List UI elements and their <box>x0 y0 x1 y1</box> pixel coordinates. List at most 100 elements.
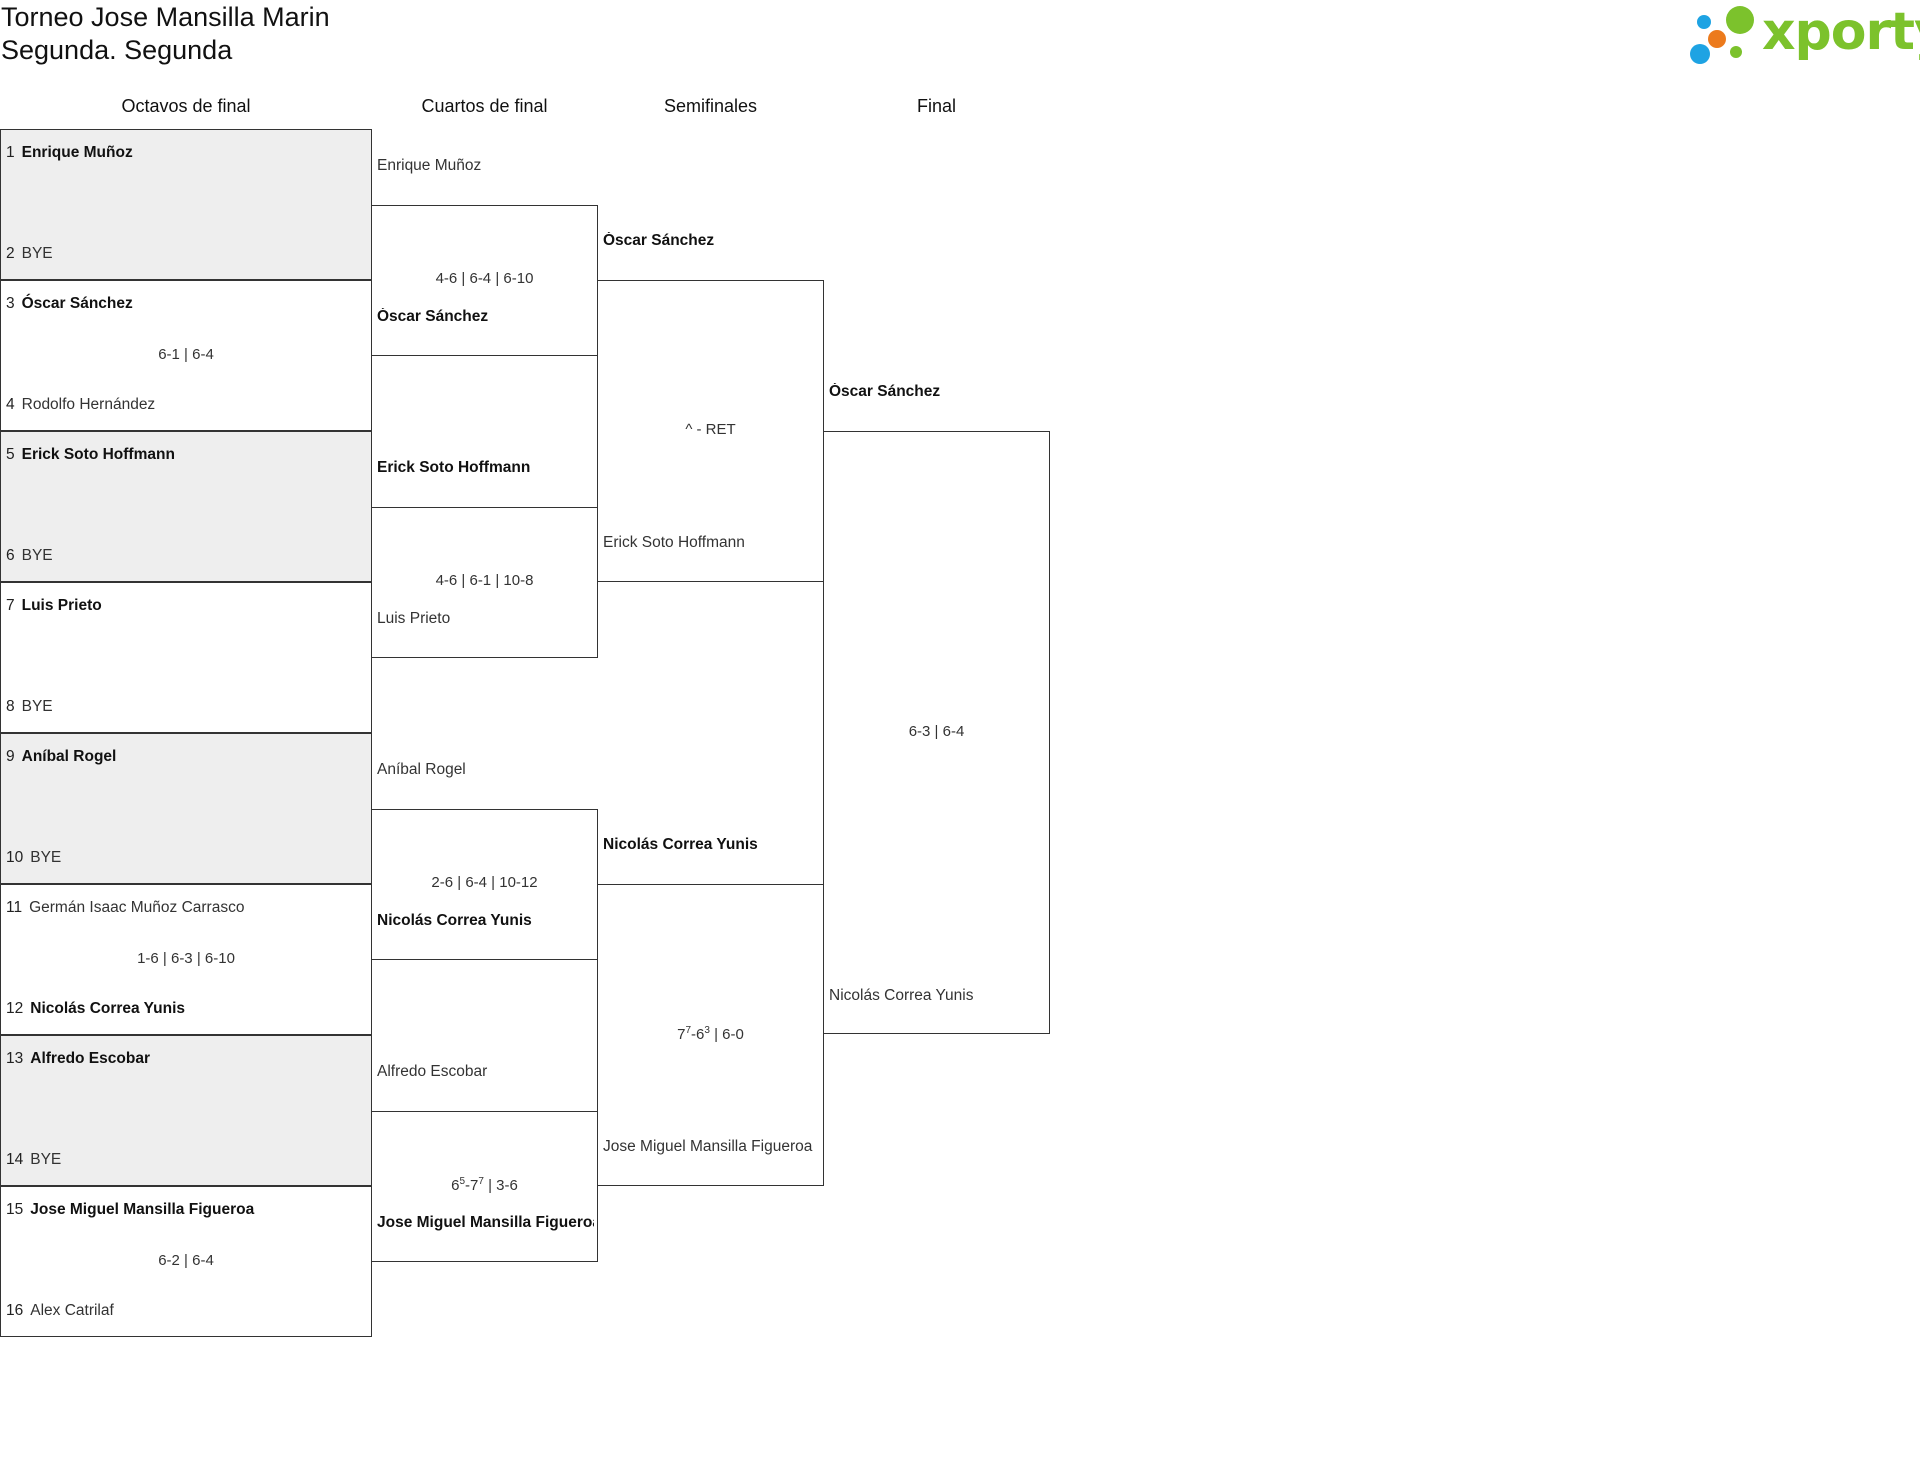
match-box-r2 <box>371 506 598 658</box>
seed-number: 2 <box>6 245 15 262</box>
player-name: BYE <box>21 547 53 564</box>
player-slot[interactable]: Óscar Sánchez <box>603 232 820 250</box>
player-slot[interactable]: 7 Luis Prieto <box>6 597 102 615</box>
player-slot[interactable]: 13 Alfredo Escobar <box>6 1050 150 1068</box>
match-score: 4-6 | 6-4 | 6-10 <box>435 270 534 287</box>
round-title-final: Final <box>916 96 956 116</box>
match-score: 4-6 | 6-1 | 10-8 <box>435 572 534 589</box>
player-slot[interactable]: 14 BYE <box>6 1151 61 1169</box>
player-name: Erick Soto Hoffmann <box>21 446 175 463</box>
logo-text: xporty <box>1762 2 1920 62</box>
seed-number: 5 <box>6 446 15 463</box>
player-slot[interactable]: Luis Prieto <box>377 610 594 628</box>
match-box-r1 <box>0 129 372 280</box>
player-slot[interactable]: Nicolás Correa Yunis <box>603 836 820 854</box>
player-name: Erick Soto Hoffmann <box>377 458 531 476</box>
player-slot[interactable]: Alfredo Escobar <box>377 1063 594 1081</box>
tournament-title: Torneo Jose Mansilla Marin <box>1 2 330 32</box>
seed-number: 10 <box>6 849 24 866</box>
player-slot[interactable]: 16 Alex Catrilaf <box>6 1302 114 1320</box>
match-box-r1 <box>0 884 372 1035</box>
player-slot[interactable]: 6 BYE <box>6 547 53 565</box>
player-name: Erick Soto Hoffmann <box>603 534 745 551</box>
player-slot[interactable]: 4 Rodolfo Hernández <box>6 396 155 414</box>
player-name: Alfredo Escobar <box>377 1062 488 1080</box>
logo-dot-green <box>1726 6 1754 34</box>
player-slot[interactable]: Erick Soto Hoffmann <box>603 534 820 552</box>
player-slot[interactable]: 12 Nicolás Correa Yunis <box>6 1000 185 1018</box>
logo-dot-green-small <box>1730 46 1742 58</box>
match-box-r4 <box>823 431 1050 1034</box>
player-name: Luis Prieto <box>21 597 102 614</box>
player-name: Alex Catrilaf <box>30 1302 114 1319</box>
match-score: 1-6 | 6-3 | 6-10 <box>137 950 235 967</box>
match-score: ^ - RET <box>685 421 736 438</box>
player-slot[interactable]: Nicolás Correa Yunis <box>377 912 594 930</box>
match-score: 6-1 | 6-4 <box>158 346 214 363</box>
player-name: Germán Isaac Muñoz Carrasco <box>29 899 245 916</box>
player-slot[interactable]: 1 Enrique Muñoz <box>6 144 133 162</box>
player-slot[interactable]: Óscar Sánchez <box>829 383 1046 401</box>
seed-number: 13 <box>6 1050 24 1067</box>
seed-number: 11 <box>6 899 23 916</box>
seed-number: 3 <box>6 295 15 312</box>
player-name: Óscar Sánchez <box>21 295 133 312</box>
player-name: BYE <box>30 849 62 866</box>
player-name: Óscar Sánchez <box>377 307 489 325</box>
player-name: Alfredo Escobar <box>30 1050 150 1067</box>
player-name: Enrique Muñoz <box>21 144 133 161</box>
player-name: Luis Prieto <box>377 609 451 627</box>
logo-dot-orange <box>1708 30 1726 48</box>
player-name: Jose Miguel Mansilla Figueroa <box>603 1138 813 1155</box>
seed-number: 12 <box>6 1000 24 1017</box>
player-slot[interactable]: Aníbal Rogel <box>377 761 594 779</box>
seed-number: 1 <box>6 144 15 161</box>
player-name: BYE <box>21 698 53 715</box>
player-name: BYE <box>30 1151 62 1168</box>
category-title: Segunda. Segunda <box>1 35 233 65</box>
round-title-octavos: Octavos de final <box>121 96 251 116</box>
player-slot[interactable]: 10 BYE <box>6 849 61 867</box>
player-slot[interactable]: 15 Jose Miguel Mansilla Figueroa <box>6 1201 254 1219</box>
match-box-r1 <box>0 582 372 733</box>
player-name: Aníbal Rogel <box>21 748 117 765</box>
seed-number: 7 <box>6 597 15 614</box>
player-name: Óscar Sánchez <box>603 232 715 249</box>
match-box-r1 <box>0 431 372 582</box>
match-box-r1 <box>0 1186 372 1337</box>
match-box-r3 <box>597 884 824 1186</box>
player-slot[interactable]: Erick Soto Hoffmann <box>377 459 594 477</box>
match-score: 2-6 | 6-4 | 10-12 <box>431 874 538 891</box>
player-name: Rodolfo Hernández <box>21 396 156 413</box>
xporty-logo[interactable]: xporty <box>1690 2 1920 70</box>
player-slot[interactable]: Jose Miguel Mansilla Figueroa <box>377 1214 594 1232</box>
player-name: Óscar Sánchez <box>829 383 941 400</box>
player-slot[interactable]: 3 Óscar Sánchez <box>6 295 133 313</box>
player-slot[interactable]: 2 BYE <box>6 245 53 263</box>
player-slot[interactable]: 5 Erick Soto Hoffmann <box>6 446 175 464</box>
player-name: Jose Miguel Mansilla Figueroa <box>30 1201 255 1218</box>
player-slot[interactable]: 11 Germán Isaac Muñoz Carrasco <box>6 899 244 917</box>
logo-dot-blue-large <box>1690 44 1710 64</box>
match-box-r1 <box>0 733 372 884</box>
match-score: 6-2 | 6-4 <box>158 1252 214 1269</box>
player-name: Nicolás Correa Yunis <box>30 1000 186 1017</box>
seed-number: 6 <box>6 547 15 564</box>
player-slot[interactable]: Enrique Muñoz <box>377 157 594 175</box>
player-slot[interactable]: 9 Aníbal Rogel <box>6 748 116 766</box>
seed-number: 16 <box>6 1302 24 1319</box>
player-slot[interactable]: Óscar Sánchez <box>377 308 594 326</box>
seed-number: 9 <box>6 748 15 765</box>
player-name: Nicolás Correa Yunis <box>829 987 974 1004</box>
player-slot[interactable]: Jose Miguel Mansilla Figueroa <box>603 1138 820 1156</box>
match-box-r1 <box>0 280 372 431</box>
seed-number: 14 <box>6 1151 24 1168</box>
player-name: BYE <box>21 245 53 262</box>
player-name: Enrique Muñoz <box>377 156 482 174</box>
match-score: 6-3 | 6-4 <box>908 723 965 740</box>
logo-dot-blue-small <box>1697 15 1711 29</box>
seed-number: 4 <box>6 396 15 413</box>
player-slot[interactable]: Nicolás Correa Yunis <box>829 987 1046 1005</box>
seed-number: 15 <box>6 1201 24 1218</box>
